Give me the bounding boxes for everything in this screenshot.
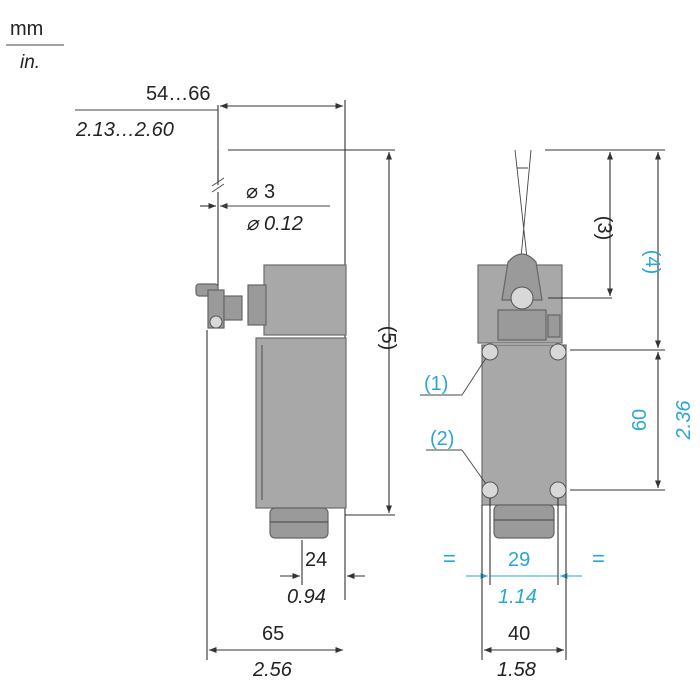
front-equal-left: =	[443, 546, 456, 571]
front-head-tab	[547, 314, 561, 338]
side-body	[255, 337, 347, 509]
side-head-collar	[247, 284, 267, 326]
front-lever-fork	[501, 253, 543, 301]
units-legend: mm in.	[6, 18, 64, 73]
front-width-in: 1.58	[497, 659, 536, 681]
side-width-in: 2.56	[252, 659, 293, 681]
front-rope	[514, 149, 532, 259]
front-cable-gland	[493, 504, 555, 539]
side-head	[263, 264, 347, 336]
front-screw-top-right	[549, 343, 567, 361]
side-depth-in: 0.94	[287, 586, 326, 608]
front-height-mm: 60	[629, 409, 651, 431]
side-rod-diameter-mm: 3	[264, 181, 275, 203]
front-dim4-label: (4)	[641, 250, 663, 274]
callout-1-leader	[461, 357, 487, 396]
front-lever-pivot	[510, 286, 534, 310]
front-screw-bottom-left	[481, 481, 499, 499]
unit-in: in.	[20, 52, 40, 73]
callout-2-label: (2)	[430, 428, 454, 450]
front-dim3-label: (3)	[593, 216, 615, 240]
front-equal-right: =	[592, 546, 605, 571]
callout-1-label: (1)	[424, 373, 448, 395]
front-screw-bottom-right	[549, 481, 567, 499]
front-view: (3) (4) 60 2.36 (1) (2) 29 1.14 = = 40 1	[420, 149, 695, 681]
side-view: 54…66 2.13…2.60 (5) ⌀ 3 ⌀ 0.12	[75, 83, 399, 681]
side-rod-diameter-in: 0.12	[264, 213, 303, 235]
side-rod-diameter-mm-symbol: ⌀	[246, 181, 258, 203]
front-screw-top-left	[481, 343, 499, 361]
side-top-width-in: 2.13…2.60	[75, 119, 174, 141]
side-head-cap	[223, 295, 243, 321]
side-rod-break	[211, 177, 225, 193]
front-hole-spacing-mm: 29	[508, 549, 530, 571]
side-height-label: (5)	[377, 326, 399, 350]
front-body	[481, 344, 567, 506]
front-hole-spacing-in: 1.14	[498, 586, 537, 608]
side-lever-pivot	[209, 315, 223, 329]
side-depth-mm: 24	[305, 549, 327, 571]
unit-mm: mm	[10, 18, 43, 40]
front-width-mm: 40	[508, 623, 530, 645]
side-rod-diameter-in-symbol: ⌀	[246, 213, 260, 235]
side-top-width-mm: 54…66	[146, 83, 211, 105]
front-height-in: 2.36	[673, 400, 695, 441]
callout-2-leader	[461, 449, 487, 485]
front-lever-base	[497, 309, 547, 341]
side-width-mm: 65	[262, 623, 284, 645]
side-cable-gland	[269, 507, 329, 539]
